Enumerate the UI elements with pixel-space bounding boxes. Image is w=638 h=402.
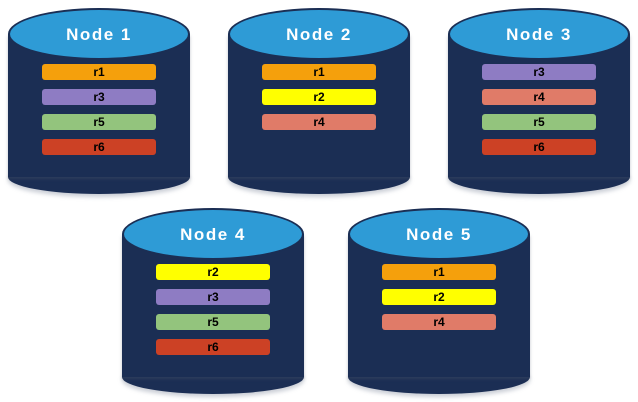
replica-stack: r2 r3 r5 r6 (156, 264, 270, 355)
cylinder-shape (8, 8, 190, 194)
replica-bar[interactable]: r1 (382, 264, 496, 280)
cylinder-shape (228, 8, 410, 194)
replica-bar[interactable]: r1 (42, 64, 156, 80)
replica-bar[interactable]: r3 (156, 289, 270, 305)
cylinder-shape (348, 208, 530, 394)
replica-stack: r3 r4 r5 r6 (482, 64, 596, 155)
replica-bar[interactable]: r5 (42, 114, 156, 130)
replica-bar[interactable]: r6 (482, 139, 596, 155)
node-label: Node 3 (506, 25, 572, 44)
node-label: Node 4 (180, 225, 246, 244)
replica-bar[interactable]: r6 (156, 339, 270, 355)
replica-stack: r1 r3 r5 r6 (42, 64, 156, 155)
node-cylinder-3[interactable]: Node 3 r3 r4 r5 r6 (448, 8, 630, 194)
replica-bar[interactable]: r2 (382, 289, 496, 305)
node-cylinder-5[interactable]: Node 5 r1 r2 r4 (348, 208, 530, 394)
replica-bar[interactable]: r4 (262, 114, 376, 130)
node-label: Node 5 (406, 225, 472, 244)
cylinder-top-cap (448, 8, 630, 60)
cylinder-top-cap (348, 208, 530, 260)
replica-stack: r1 r2 r4 (262, 64, 376, 130)
replica-bar[interactable]: r4 (482, 89, 596, 105)
replica-bar[interactable]: r2 (262, 89, 376, 105)
node-cylinder-2[interactable]: Node 2 r1 r2 r4 (228, 8, 410, 194)
cylinder-shape (122, 208, 304, 394)
replica-bar[interactable]: r4 (382, 314, 496, 330)
node-cylinder-4[interactable]: Node 4 r2 r3 r5 r6 (122, 208, 304, 394)
replica-bar[interactable]: r5 (482, 114, 596, 130)
cylinder-shape (448, 8, 630, 194)
replica-stack: r1 r2 r4 (382, 264, 496, 330)
cylinder-top-cap (122, 208, 304, 260)
replica-bar[interactable]: r3 (482, 64, 596, 80)
replica-bar[interactable]: r5 (156, 314, 270, 330)
node-label: Node 1 (66, 25, 132, 44)
cylinder-top-cap (8, 8, 190, 60)
node-cylinder-1[interactable]: Node 1 r1 r3 r5 r6 (8, 8, 190, 194)
replica-bar[interactable]: r1 (262, 64, 376, 80)
replica-bar[interactable]: r3 (42, 89, 156, 105)
node-label: Node 2 (286, 25, 352, 44)
replica-bar[interactable]: r6 (42, 139, 156, 155)
replica-bar[interactable]: r2 (156, 264, 270, 280)
cylinder-top-cap (228, 8, 410, 60)
